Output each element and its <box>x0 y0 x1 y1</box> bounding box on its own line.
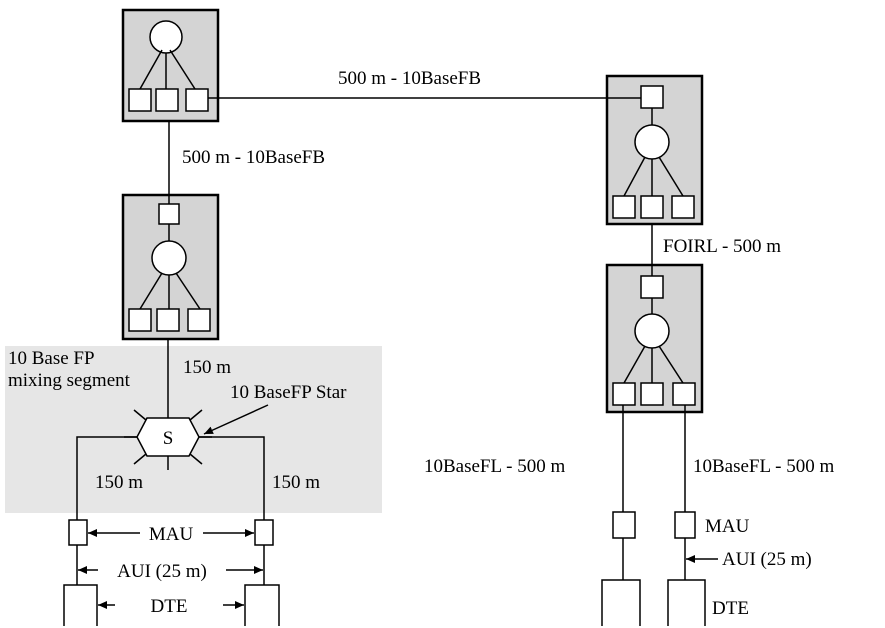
label-aui-right: AUI (25 m) <box>722 549 812 570</box>
label-fl-left: 10BaseFL - 500 m <box>424 456 565 477</box>
label-mixing-segment-line2: mixing segment <box>8 370 131 391</box>
label-upper-length: 150 m <box>183 357 231 378</box>
label-left-vertical-link: 500 m - 10BaseFB <box>182 147 325 168</box>
label-dte-right: DTE <box>712 598 749 619</box>
star-pointer-arrow <box>203 404 269 435</box>
repeater-top-right <box>605 74 704 226</box>
dte-left-1 <box>63 584 98 626</box>
star-branch-right <box>199 436 265 520</box>
label-dte-left: DTE <box>151 596 188 617</box>
label-aui-left: AUI (25 m) <box>117 561 207 582</box>
label-mau-left: MAU <box>149 524 194 545</box>
label-top-horizontal-link: 500 m - 10BaseFB <box>338 68 481 89</box>
repeater-mid-left <box>121 193 220 341</box>
label-star: 10 BaseFP Star <box>230 382 347 403</box>
repeater-top-left <box>121 8 220 123</box>
dte-right-1 <box>601 579 641 626</box>
label-mixing-segment-line1: 10 Base FP <box>8 348 95 369</box>
label-left-branch-length: 150 m <box>95 472 143 493</box>
dte-right-2 <box>667 579 706 626</box>
mau-right-2 <box>674 511 696 539</box>
mau-left-1 <box>68 519 88 546</box>
mau-right-1 <box>612 511 636 539</box>
label-fl-right: 10BaseFL - 500 m <box>693 456 834 477</box>
star-branch-left <box>76 436 137 520</box>
mau-left-2 <box>254 519 274 546</box>
label-right-branch-length: 150 m <box>272 472 320 493</box>
repeater-lower-right <box>605 263 704 414</box>
dte-left-2 <box>244 584 280 626</box>
label-mau-right: MAU <box>705 516 750 537</box>
star-symbol: S <box>163 428 174 449</box>
label-right-vertical-link: FOIRL - 500 m <box>663 236 781 257</box>
